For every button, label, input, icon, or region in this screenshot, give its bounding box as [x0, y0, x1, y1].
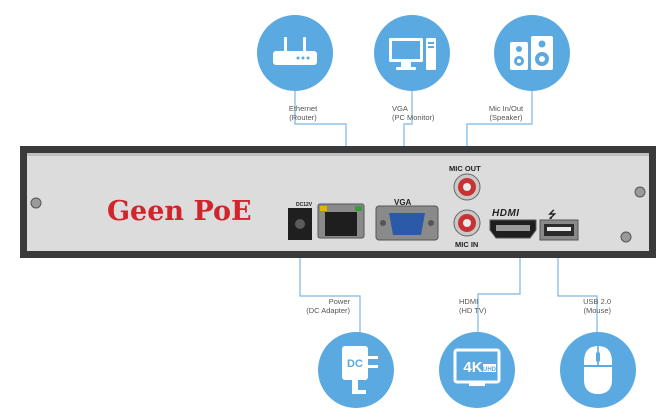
uhd-tv-icon: 4K UHD: [439, 332, 515, 408]
speaker-icon: [494, 15, 570, 91]
vga-detail: (PC Monitor): [392, 113, 435, 122]
mic-detail: (Speaker): [489, 113, 523, 122]
vga-title: VGA: [392, 104, 408, 113]
usb-symbol-icon: ⭍: [548, 210, 557, 221]
nvr-rear-panel: [20, 146, 656, 258]
ethernet-detail: (Router): [289, 113, 317, 122]
usb-caption: USB 2.0 (Mouse): [583, 297, 611, 315]
hdmi-detail: (HD TV): [459, 306, 487, 315]
mouse-icon: [560, 332, 636, 408]
mic-in-label: MIC IN: [455, 240, 479, 249]
hdmi-logo-label: HDMI: [492, 208, 520, 219]
power-caption: Power (DC Adapter): [306, 297, 350, 315]
usb-detail: (Mouse): [583, 306, 611, 315]
mic-out-label: MIC OUT: [449, 164, 481, 173]
mic-out-port: [453, 173, 481, 201]
uhd-small-text: UHD: [483, 367, 497, 373]
vga-caption: VGA (PC Monitor): [392, 104, 435, 122]
uhd-big-text: 4K: [463, 359, 482, 376]
mic-in-port: [453, 209, 481, 237]
power-detail: (DC Adapter): [306, 306, 350, 315]
hdmi-title: HDMI: [459, 297, 479, 306]
screw-right: [620, 186, 646, 243]
power-title: Power: [328, 297, 350, 306]
monitor-icon: [374, 15, 450, 91]
hdmi-leader: [477, 242, 521, 336]
no-poe-label: Geen PoE: [107, 196, 252, 227]
router-icon: [257, 15, 333, 91]
power-leader: [299, 240, 361, 336]
dc-adapter-icon: DC: [318, 332, 394, 408]
usb-leader: [557, 240, 598, 336]
dc12v-label: DC12V: [296, 202, 313, 208]
dc-icon-text: DC: [347, 358, 363, 370]
ethernet-caption: Ethernet (Router): [289, 104, 317, 122]
hdmi-caption: HDMI (HD TV): [459, 297, 486, 315]
mic-caption: Mic In/Out (Speaker): [489, 104, 523, 122]
screw-left: [30, 197, 42, 209]
ethernet-title: Ethernet: [288, 104, 318, 113]
usb-title: USB 2.0: [583, 297, 611, 306]
mic-title: Mic In/Out: [488, 104, 524, 113]
vga-port-label: VGA: [394, 198, 412, 207]
